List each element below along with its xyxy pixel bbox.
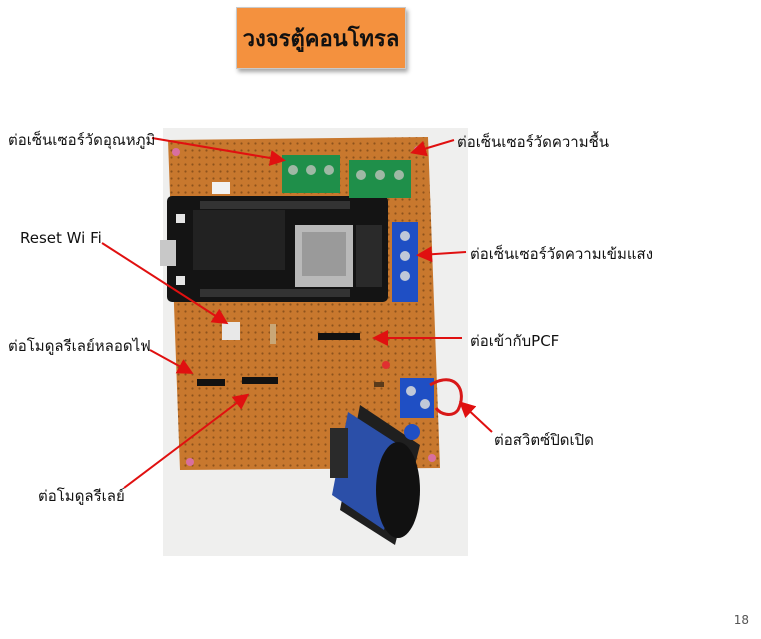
title-banner: วงจรตู้คอนโทรล xyxy=(236,7,406,69)
pcf-header xyxy=(318,333,360,340)
label-relay: ต่อโมดูลรีเลย์ xyxy=(38,487,125,505)
humidity-arrow xyxy=(410,139,455,157)
page-number: 18 xyxy=(733,613,749,627)
usb-port xyxy=(160,240,176,266)
switch-terminal xyxy=(400,378,434,418)
label-temp-sensor: ต่อเซ็นเซอร์วัดอุณหภูมิ xyxy=(8,131,156,149)
label-reset-wifi: Reset Wi Fi xyxy=(20,229,102,247)
mount-hole xyxy=(172,148,180,156)
label-lamp-relay: ต่อโมดูลรีเลย์หลอดไฟ xyxy=(8,337,151,355)
label-humidity-sensor: ต่อเซ็นเซอร์วัดความชื้น xyxy=(457,133,610,151)
switch-arrow xyxy=(459,401,493,433)
mount-hole xyxy=(428,454,436,462)
reset-jumper xyxy=(222,322,240,340)
small-connector xyxy=(212,182,230,194)
label-light-sensor: ต่อเซ็นเซอร์วัดความเข้มแสง xyxy=(470,245,654,263)
label-switch: ต่อสวิตซ์ปิดเปิด xyxy=(494,431,594,449)
lamp-relay-header xyxy=(197,379,225,386)
relay-arrow xyxy=(123,393,250,489)
label-pcf: ต่อเข้ากับPCF xyxy=(470,332,560,350)
relay-header xyxy=(242,377,278,384)
mount-hole xyxy=(186,458,194,466)
lamp-relay-arrow xyxy=(149,349,194,374)
reset-button xyxy=(176,214,185,223)
reset-arrow xyxy=(101,242,229,325)
light-arrow xyxy=(416,246,467,263)
title-text: วงจรตู้คอนโทรล xyxy=(242,26,400,52)
temp-arrow xyxy=(151,137,286,166)
